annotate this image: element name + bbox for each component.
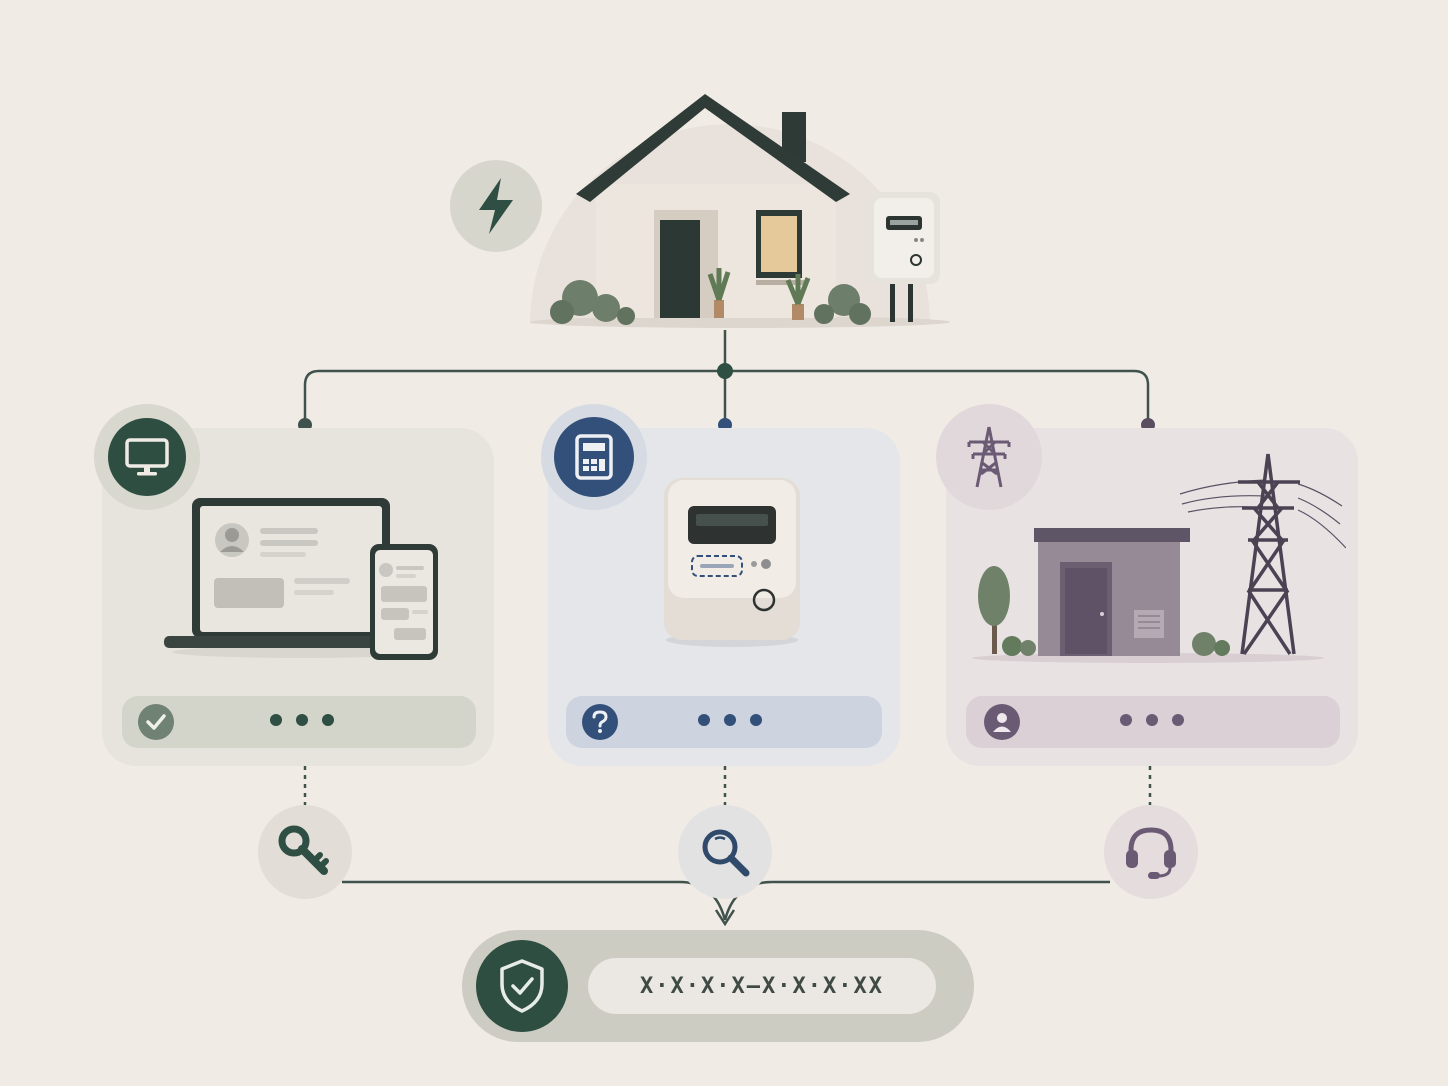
ellipsis-dots bbox=[1120, 714, 1184, 726]
lightning-bolt-icon bbox=[479, 178, 513, 234]
magnifier-icon bbox=[702, 829, 750, 877]
power-badge bbox=[450, 160, 542, 252]
check-icon bbox=[146, 714, 166, 730]
question-mark-icon bbox=[592, 710, 608, 733]
headset-icon bbox=[1126, 827, 1176, 879]
key-icon bbox=[278, 825, 329, 875]
substation-illustration bbox=[968, 450, 1346, 666]
ellipsis-dots bbox=[698, 714, 762, 726]
support-button[interactable] bbox=[1104, 805, 1198, 899]
search-button[interactable] bbox=[678, 805, 772, 899]
shield-check-icon bbox=[500, 959, 544, 1013]
wall-meter bbox=[866, 190, 942, 326]
grid-badge bbox=[936, 404, 1042, 510]
meter-status-bar[interactable] bbox=[566, 696, 882, 748]
masked-code-field[interactable]: X·X·X·X–X·X·X·XX bbox=[588, 958, 936, 1014]
key-button[interactable] bbox=[258, 805, 352, 899]
shield-badge bbox=[476, 940, 568, 1032]
power-pylon-icon bbox=[967, 426, 1011, 488]
ellipsis-dots bbox=[270, 714, 334, 726]
online-status-bar[interactable] bbox=[122, 696, 476, 748]
smart-meter-icon bbox=[575, 434, 613, 480]
smart-meter-illustration bbox=[658, 474, 806, 650]
online-badge bbox=[94, 404, 200, 510]
laptop-and-phone-illustration bbox=[162, 494, 446, 664]
grid-status-bar[interactable] bbox=[966, 696, 1340, 748]
user-icon bbox=[993, 713, 1011, 732]
meter-badge bbox=[541, 404, 647, 510]
monitor-icon bbox=[125, 438, 169, 476]
house-scene bbox=[510, 44, 950, 334]
